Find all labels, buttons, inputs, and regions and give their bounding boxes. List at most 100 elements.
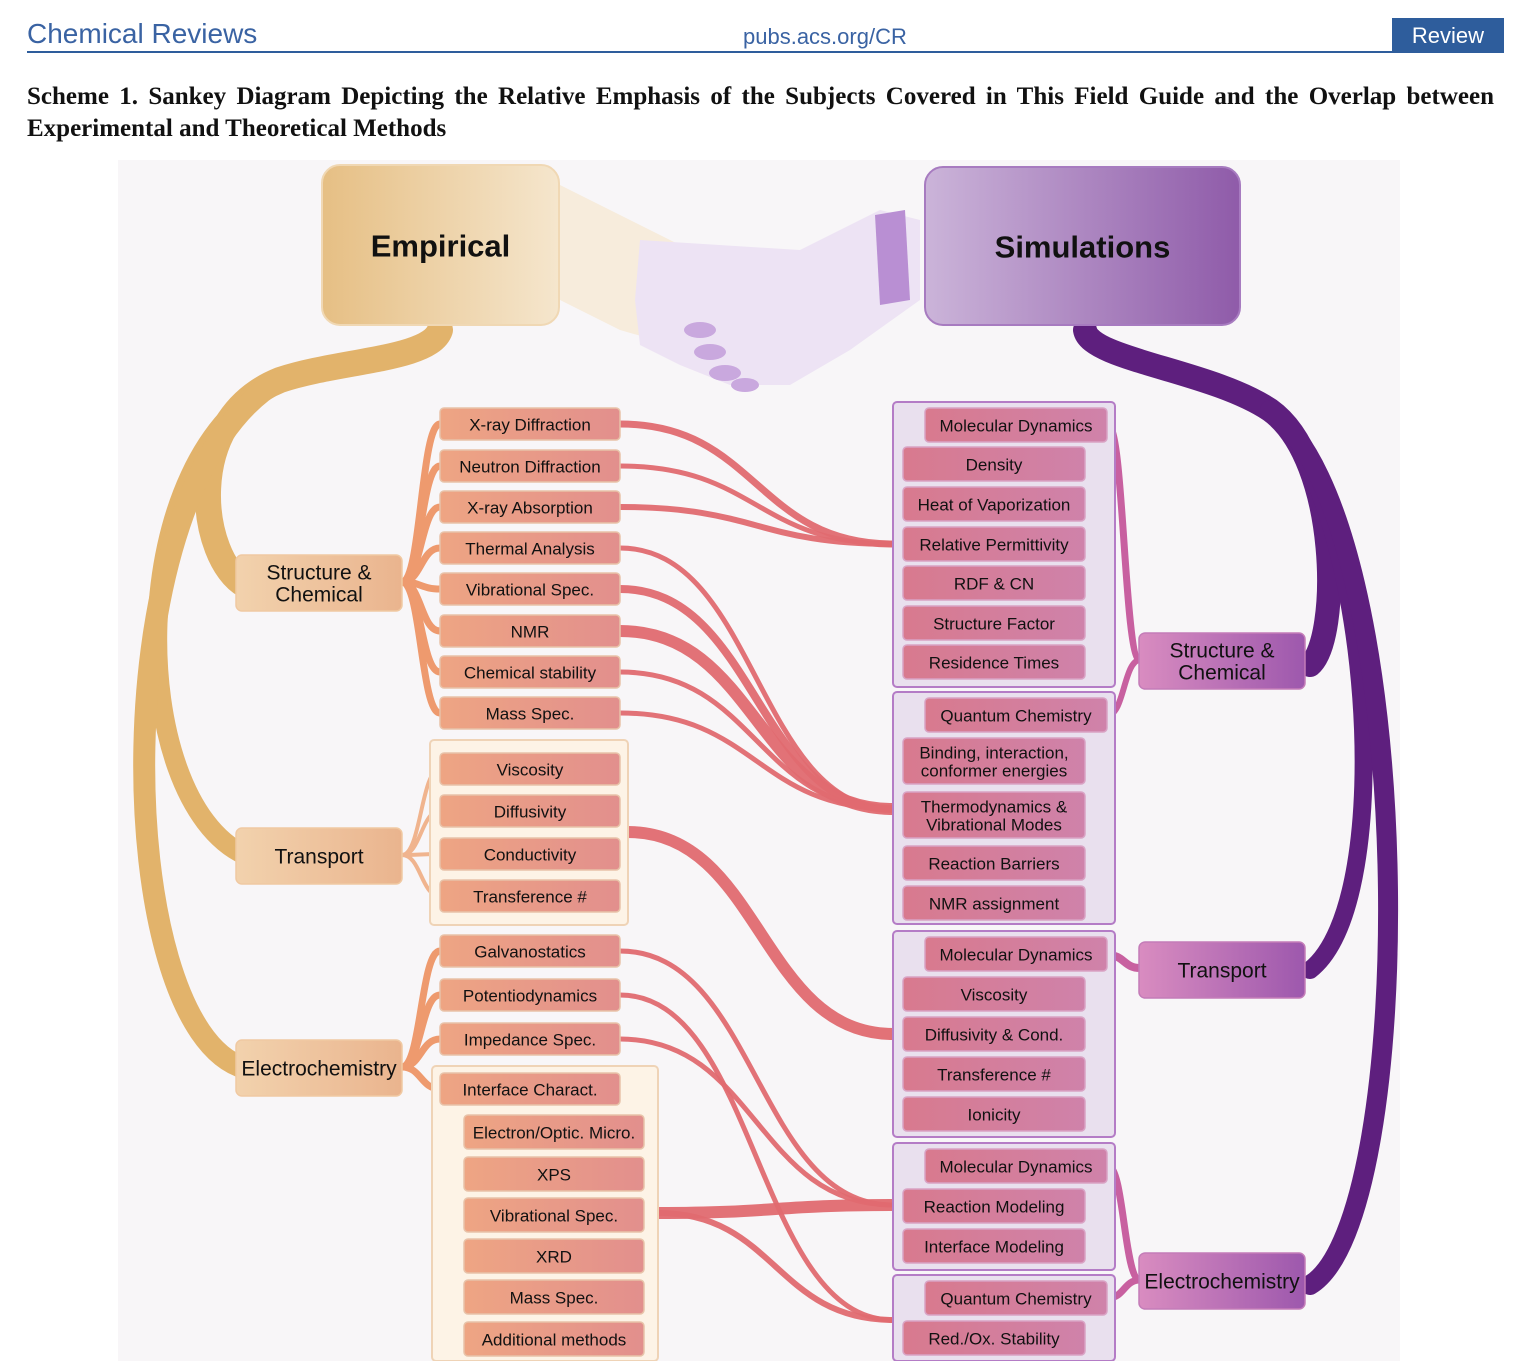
sim-electro-qc-header: Quantum Chemistry xyxy=(924,1280,1108,1316)
sim-structure-relative-permittivity-label: Relative Permittivity xyxy=(919,536,1069,555)
empirical-category-structure-chemical: Structure &Chemical xyxy=(235,554,403,612)
sim-electro-reaction-modeling: Reaction Modeling xyxy=(902,1188,1086,1224)
root-empirical-label: Empirical xyxy=(371,229,511,264)
sim-electro-md-header-box xyxy=(924,1148,1108,1184)
exp-method-x-ray-diffraction-box xyxy=(439,407,621,441)
link-interface-qc xyxy=(657,1210,894,1323)
sim-electro-interface-modeling-label: Interface Modeling xyxy=(924,1238,1064,1257)
simulation-category-structure-chemical-box xyxy=(1138,632,1306,690)
exp-electro-interface-charact: Interface Charact. xyxy=(439,1072,621,1106)
exp-transport-transference-box xyxy=(439,879,621,913)
exp-interface-additional-methods-box xyxy=(463,1321,645,1357)
simulation-category-electrochemistry-label: Electrochemistry xyxy=(1144,1271,1300,1294)
sim-transport-ionicity-label: Ionicity xyxy=(968,1106,1021,1125)
exp-method-x-ray-diffraction-label: X-ray Diffraction xyxy=(469,416,591,435)
link-interface-md xyxy=(657,1199,894,1219)
sim-electro-red-ox-stability-label: Red./Ox. Stability xyxy=(928,1330,1060,1349)
sim-qc-thermodynamics-vibrational-modes-label: Vibrational Modes xyxy=(926,815,1062,834)
exp-electro-galvanostatics: Galvanostatics xyxy=(439,934,621,968)
header-divider xyxy=(27,51,1504,53)
sim-structure-heat-of-vaporization: Heat of Vaporization xyxy=(902,486,1086,522)
exp-interface-xrd: XRD xyxy=(463,1238,645,1274)
empirical-category-structure-chemical-box xyxy=(235,554,403,612)
exp-method-nmr-box xyxy=(439,614,621,648)
exp-method-vibrational-spec-box xyxy=(439,572,621,606)
simulation-category-transport-box xyxy=(1138,941,1306,999)
sim-transport-md-header-label: Molecular Dynamics xyxy=(939,946,1092,965)
link-galvano xyxy=(619,948,894,1208)
sim-transport-viscosity: Viscosity xyxy=(902,976,1086,1012)
exp-transport-viscosity-label: Viscosity xyxy=(497,761,564,780)
exp-transport-diffusivity-box xyxy=(439,794,621,828)
empirical-category-transport-label: Transport xyxy=(274,846,363,869)
sim-transport-diffusivity-cond: Diffusivity & Cond. xyxy=(902,1016,1086,1052)
exp-interface-mass-spec-box xyxy=(463,1279,645,1315)
empirical-category-electrochemistry-label: Electrochemistry xyxy=(241,1058,397,1081)
sim-transport-viscosity-box xyxy=(902,976,1086,1012)
sim-structure-rdf-cn-label: RDF & CN xyxy=(954,575,1034,594)
branch-structure-7 xyxy=(400,578,442,717)
sim-structure-structure-factor: Structure Factor xyxy=(902,605,1086,641)
empirical-category-structure-chemical-label: Structure & xyxy=(266,561,371,584)
exp-electro-interface-charact-label: Interface Charact. xyxy=(462,1081,597,1100)
empirical-category-structure-chemical-label: Chemical xyxy=(275,584,363,607)
sim-electro-reaction-modeling-box xyxy=(902,1188,1086,1224)
sim-qc-thermodynamics-vibrational-modes: Thermodynamics &Vibrational Modes xyxy=(902,791,1086,839)
sim-structure-md-header-label: Molecular Dynamics xyxy=(939,417,1092,436)
exp-electro-impedance-spec: Impedance Spec. xyxy=(439,1022,621,1056)
exp-transport-transference: Transference # xyxy=(439,879,621,913)
exp-method-chemical-stability: Chemical stability xyxy=(439,655,621,689)
exp-interface-electron-optic-micro: Electron/Optic. Micro. xyxy=(463,1114,645,1150)
journal-url[interactable]: pubs.acs.org/CR xyxy=(743,24,907,49)
exp-interface-vibrational-spec: Vibrational Spec. xyxy=(463,1197,645,1233)
sim-structure-density: Density xyxy=(902,446,1086,482)
sim-structure-structure-factor-box xyxy=(902,605,1086,641)
journal-name: Chemical Reviews xyxy=(27,18,258,49)
root-empirical-box xyxy=(321,164,560,326)
simulation-category-electrochemistry: Electrochemistry xyxy=(1138,1252,1306,1310)
exp-transport-conductivity-box xyxy=(439,837,621,871)
empirical-category-electrochemistry: Electrochemistry xyxy=(235,1039,403,1097)
simulation-category-transport-label: Transport xyxy=(1177,960,1266,983)
sim-transport-viscosity-label: Viscosity xyxy=(961,986,1028,1005)
exp-transport-diffusivity-label: Diffusivity xyxy=(494,803,567,822)
handshake-illustration xyxy=(560,185,920,392)
sim-qc-nmr-assignment-label: NMR assignment xyxy=(929,895,1060,914)
exp-electro-potentiodynamics-box xyxy=(439,978,621,1012)
exp-transport-conductivity-label: Conductivity xyxy=(484,846,577,865)
exp-method-chemical-stability-box xyxy=(439,655,621,689)
exp-method-nmr: NMR xyxy=(439,614,621,648)
sim-structure-qc-header-box xyxy=(924,697,1108,733)
sim-electro-red-ox-stability-box xyxy=(902,1320,1086,1356)
sim-qc-nmr-assignment-box xyxy=(902,885,1086,921)
sim-electro-qc-header-label: Quantum Chemistry xyxy=(940,1290,1092,1309)
sim-transport-ionicity: Ionicity xyxy=(902,1096,1086,1132)
exp-method-neutron-diffraction: Neutron Diffraction xyxy=(439,449,621,483)
exp-method-neutron-diffraction-box xyxy=(439,449,621,483)
exp-method-x-ray-diffraction: X-ray Diffraction xyxy=(439,407,621,441)
root-simulations-label: Simulations xyxy=(995,230,1171,265)
exp-transport-transference-label: Transference # xyxy=(473,888,587,907)
sim-structure-md-header-box xyxy=(924,407,1108,443)
exp-method-nmr-label: NMR xyxy=(511,623,550,642)
sim-qc-reaction-barriers-label: Reaction Barriers xyxy=(928,855,1059,874)
exp-method-mass-spec-box xyxy=(439,696,621,730)
sim-structure-heat-of-vaporization-label: Heat of Vaporization xyxy=(918,496,1071,515)
exp-method-thermal-analysis: Thermal Analysis xyxy=(439,531,621,565)
sim-transport-diffusivity-cond-label: Diffusivity & Cond. xyxy=(925,1026,1064,1045)
ribbon-empirical-electrochemistry xyxy=(133,369,291,1079)
sim-transport-md-header-box xyxy=(924,936,1108,972)
exp-interface-mass-spec: Mass Spec. xyxy=(463,1279,645,1315)
exp-method-neutron-diffraction-label: Neutron Diffraction xyxy=(459,458,600,477)
sim-structure-rdf-cn: RDF & CN xyxy=(902,565,1086,601)
sim-electro-qc-header-box xyxy=(924,1280,1108,1316)
exp-interface-vibrational-spec-box xyxy=(463,1197,645,1233)
exp-electro-impedance-spec-box xyxy=(439,1022,621,1056)
exp-electro-impedance-spec-label: Impedance Spec. xyxy=(464,1031,596,1050)
exp-interface-xrd-box xyxy=(463,1238,645,1274)
link-mass xyxy=(619,710,894,812)
exp-method-mass-spec-label: Mass Spec. xyxy=(486,705,575,724)
sim-structure-relative-permittivity-box xyxy=(902,526,1086,562)
transport-methods-frame xyxy=(429,739,629,926)
